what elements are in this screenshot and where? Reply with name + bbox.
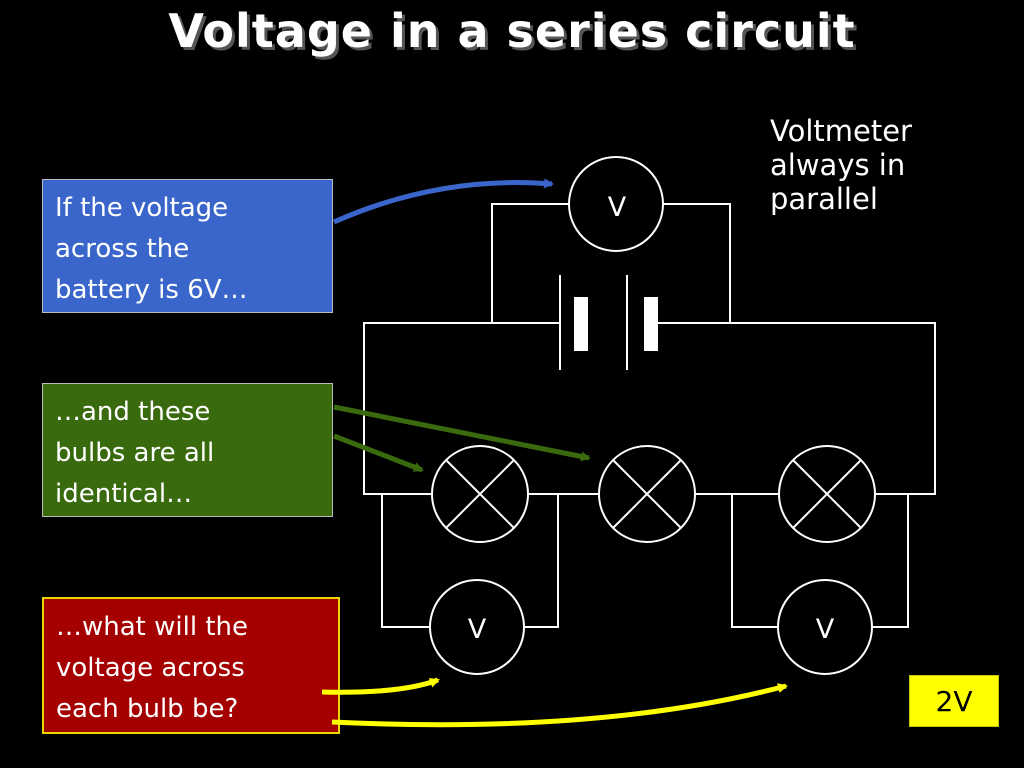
green-arrow-to-left-bulb (333, 433, 424, 473)
green-arrow-to-middle-bulb (333, 404, 591, 462)
right-voltmeter-label: V (816, 614, 835, 645)
voltmeter-note: Voltmeter always in parallel (770, 114, 912, 216)
bulb-right (778, 445, 876, 543)
bulbs-box-line-1: …and these (55, 397, 211, 427)
identical-bulbs-box: …and these bulbs are all identical… (42, 383, 333, 517)
main-loop-wires (363, 322, 936, 495)
voltmeter-note-line-1: Voltmeter (770, 114, 912, 148)
bulb-left (431, 445, 529, 543)
battery-cell-symbol (559, 275, 658, 370)
question-box: …what will the voltage across each bulb … (42, 597, 340, 734)
slide-title: Voltage in a series circuit (168, 4, 856, 58)
yellow-arrow-to-right-voltmeter (331, 683, 788, 728)
question-box-line-3: each bulb be? (56, 694, 239, 724)
left-voltmeter-label: V (468, 614, 487, 645)
battery-voltage-box: If the voltage across the battery is 6V… (42, 179, 333, 313)
voltmeter-note-line-3: parallel (770, 182, 878, 216)
battery-voltmeter-label: V (608, 192, 627, 223)
battery-box-line-1: If the voltage (55, 193, 229, 223)
voltmeter-note-line-2: always in (770, 148, 906, 182)
bulbs-box-line-2: bulbs are all (55, 438, 215, 468)
battery-box-line-3: battery is 6V… (55, 275, 248, 305)
yellow-arrow-to-left-voltmeter (321, 677, 440, 695)
bulb-middle (598, 445, 696, 543)
left-bulb-voltmeter: V (381, 494, 559, 675)
question-box-line-1: …what will the (56, 612, 249, 642)
battery-box-line-2: across the (55, 234, 190, 264)
right-bulb-voltmeter: V (731, 494, 909, 675)
question-box-line-2: voltage across (56, 653, 245, 683)
battery-voltmeter: V (491, 156, 731, 323)
bulbs-box-line-3: identical… (55, 479, 193, 509)
blue-arrow (332, 178, 554, 225)
answer-box: 2V (909, 675, 999, 727)
